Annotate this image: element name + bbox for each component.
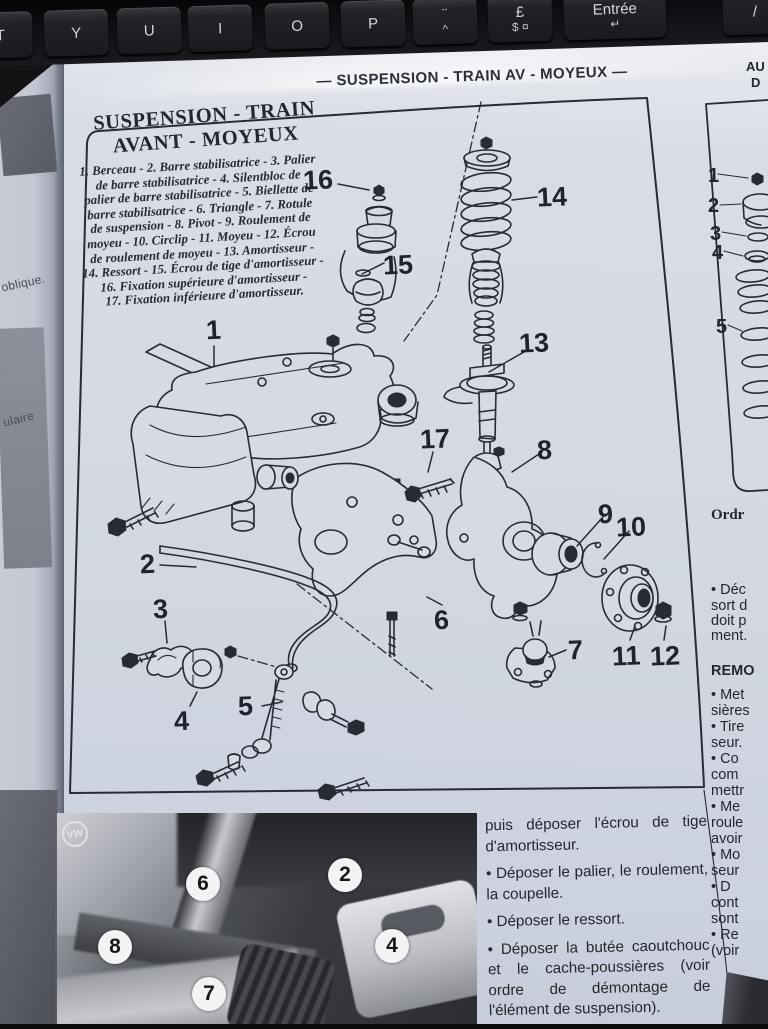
key-label: £ <box>515 3 525 21</box>
key-label: U <box>143 21 155 40</box>
key-label: T <box>0 26 6 44</box>
key-label: / <box>752 2 758 21</box>
key-label: Entrée <box>592 0 638 19</box>
procedure-step: • Déposer le palier, le roulement, la co… <box>485 860 709 903</box>
book-gutter <box>54 34 64 1024</box>
key-sublabel: ^ <box>442 22 449 37</box>
keyboard-key: ¨ ^ <box>412 0 478 46</box>
facing-page-photo-block <box>0 790 58 1024</box>
procedure-intro: puis déposer l'écrou de tige d'amortisse… <box>484 812 708 855</box>
key-sublabel: ↵ <box>610 16 621 32</box>
key-label: ¨ <box>442 6 448 24</box>
key-label: P <box>367 14 379 33</box>
key-label: Y <box>70 24 82 42</box>
keyboard-key: Y <box>43 8 109 57</box>
keyboard-key: O <box>264 1 330 50</box>
workshop-photo <box>57 813 477 1024</box>
keyboard-key: I <box>187 4 253 53</box>
facing-page-edge <box>0 34 62 1024</box>
keyboard-key: Entrée ↵ <box>563 0 667 41</box>
key-label: I <box>217 19 223 37</box>
key-label: O <box>291 17 304 35</box>
facing-page-photo-block <box>0 93 58 177</box>
procedure-step: • Déposer le ressort. <box>486 910 626 931</box>
keyboard-key: U <box>116 6 182 55</box>
parts-legend: 1. Berceau - 2. Barre stabilisatrice - 3… <box>54 150 348 312</box>
keyboard-key: T <box>0 11 34 60</box>
brake-caliper-shape <box>334 877 477 1021</box>
procedure-step: • Déposer la butée caoutchouc et le cach… <box>487 936 711 1020</box>
cv-boot-shape <box>225 941 337 1024</box>
keyboard-key: P <box>340 0 406 48</box>
procedure-text-column: puis déposer l'écrou de tige d'amortisse… <box>485 812 711 1029</box>
facing-page-photo-block <box>0 327 53 569</box>
key-sublabel: $ ¤ <box>511 19 529 35</box>
keyboard-key: £ $ ¤ <box>487 0 553 43</box>
adjacent-photo-corner <box>722 972 768 1024</box>
keyboard-key: / <box>722 0 768 36</box>
